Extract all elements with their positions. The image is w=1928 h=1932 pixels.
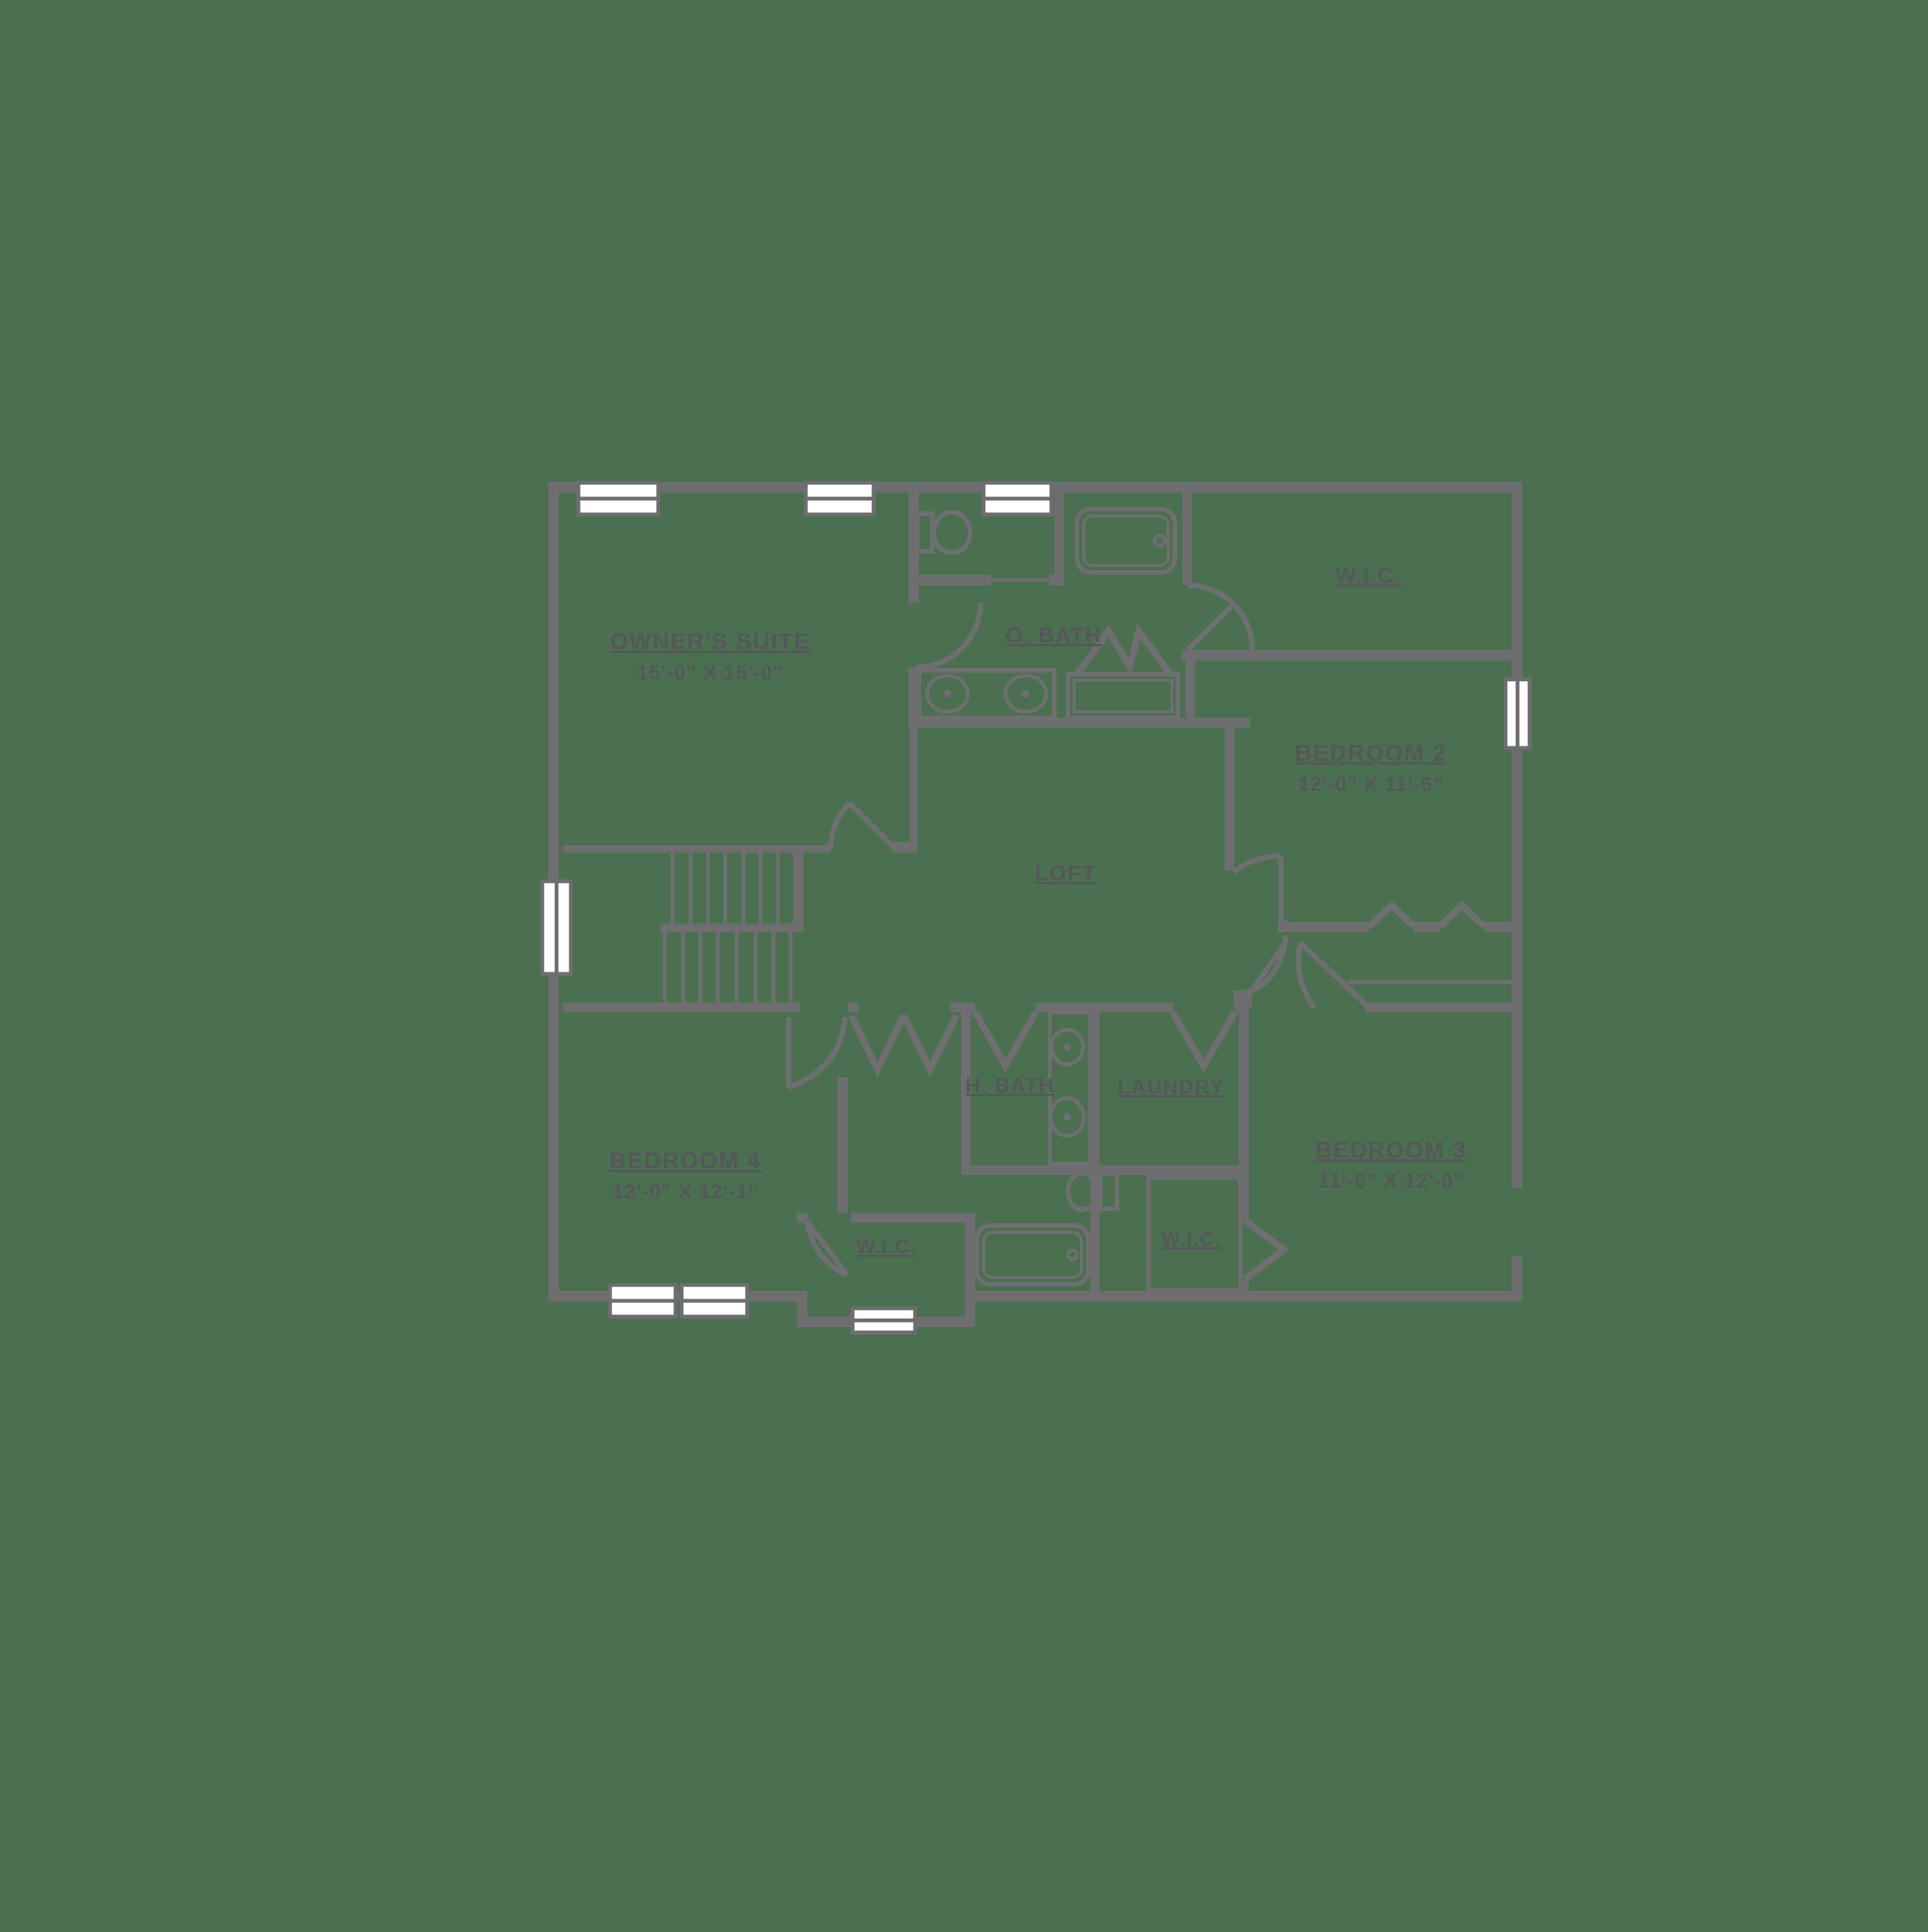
wall	[961, 1165, 1249, 1175]
door-chevron-vestibule-2	[900, 1014, 960, 1078]
room-dims-bedroom-2: 12'-0" X 11'-6"	[1298, 773, 1443, 795]
wall	[1054, 493, 1064, 585]
double-vanity-icon-obath	[917, 668, 1057, 720]
door-chevron-wic-bedroom3	[1243, 1217, 1290, 1282]
wall	[1484, 922, 1512, 932]
wall	[793, 853, 804, 932]
bathtub-icon-hbath-drain	[1066, 1249, 1078, 1261]
wall	[563, 1003, 800, 1012]
bathtub-icon-obath	[1075, 507, 1177, 575]
door-leaf-wic-bedroom4	[805, 1219, 850, 1277]
sink-drain-icon	[1063, 1043, 1071, 1051]
room-label-owners-suite: OWNER'S SUITE	[610, 628, 810, 655]
toilet-icon-hbath	[1098, 1171, 1119, 1211]
room-dims-bedroom-4: 12'-0" X 12'-1"	[612, 1180, 759, 1203]
sink-icon	[1049, 1027, 1085, 1067]
door-arc-loft-lower	[1243, 935, 1289, 996]
wic3-room-outline	[1146, 1175, 1243, 1293]
wall	[1225, 718, 1234, 870]
toilet-icon-obath	[915, 511, 935, 554]
wall	[1185, 661, 1195, 722]
room-label-bedroom-3: BEDROOM 3	[1315, 1137, 1466, 1163]
room-label-wic-bedroom4: W.I.C.	[856, 1235, 917, 1258]
sink-drain-icon	[1022, 690, 1030, 697]
room-label-wic-bedroom3: W.I.C.	[1161, 1228, 1222, 1250]
wall	[974, 1291, 1522, 1302]
sink-drain-icon	[944, 690, 951, 697]
toilet-icon-hbath	[1066, 1171, 1099, 1212]
wall	[1512, 482, 1522, 1188]
sink-icon	[1048, 1096, 1086, 1138]
wall	[1414, 922, 1440, 932]
room-label-laundry: LAUNDRY	[1118, 1076, 1225, 1098]
door-arc-o-bath	[915, 602, 984, 670]
room-label-bedroom-2: BEDROOM 2	[1295, 740, 1446, 766]
wall	[908, 667, 919, 728]
shower-icon-obath-inner	[1072, 679, 1173, 713]
room-label-o-bath: O. BATH	[1005, 624, 1102, 648]
wall	[797, 1213, 807, 1222]
bathtub-icon-obath-drain	[1153, 534, 1167, 548]
wall	[950, 1003, 961, 1012]
shower-door-chevron	[1074, 623, 1173, 676]
door-arc-owners-suite	[828, 801, 852, 850]
wall	[961, 1003, 971, 1175]
wall	[563, 845, 831, 853]
door-leaf-owners-suite	[847, 801, 898, 851]
wall	[837, 1077, 848, 1213]
wall	[848, 1003, 859, 1012]
door-chevron-vestibule-1	[847, 1014, 908, 1078]
room-label-bedroom-4: BEDROOM 4	[609, 1147, 761, 1174]
room-label-h-bath: H. BATH	[966, 1074, 1054, 1097]
room-label-wic-owners: W.I.C.	[1335, 564, 1402, 588]
wall	[1100, 1003, 1173, 1012]
toilet-icon-obath	[932, 510, 972, 555]
door-chevron-h-bath	[972, 1010, 1039, 1073]
door-leaf-wic-owners	[1185, 602, 1236, 652]
door-chevron-laundry	[1170, 1010, 1238, 1073]
wall	[1182, 650, 1512, 661]
door-arc-bedroom3	[1295, 942, 1316, 1009]
wall	[1365, 1003, 1512, 1012]
door-arc-bedroom4	[787, 1016, 848, 1091]
closet-door-chevron-bedroom2-1	[1366, 900, 1417, 929]
door-arc-bedroom2	[1231, 853, 1282, 874]
bathtub-icon-hbath-inner	[982, 1231, 1083, 1279]
wall	[851, 1213, 965, 1222]
wall	[660, 923, 804, 932]
door-leaf-bedroom3	[1298, 941, 1371, 1010]
bathtub-icon-obath-inner	[1082, 514, 1170, 567]
sink-drain-icon	[1063, 1113, 1071, 1121]
wall	[910, 727, 917, 851]
sink-icon	[1003, 673, 1048, 714]
closet-door-chevron-bedroom2-2	[1437, 900, 1487, 929]
wall	[1278, 922, 1369, 932]
wall	[908, 575, 991, 585]
shower-icon-obath	[1066, 672, 1180, 720]
wall	[1036, 1003, 1100, 1012]
room-label-loft: LOFT	[1035, 862, 1097, 886]
room-dims-bedroom-3: 11'-6" X 12'-0"	[1318, 1170, 1463, 1192]
sink-icon	[925, 673, 970, 714]
door-arc-wic-bedroom4	[804, 1221, 849, 1278]
room-dims-owners-suite: 15'-0" X 15'-0"	[637, 661, 784, 684]
wall	[1090, 1012, 1100, 1175]
door-leaf-loft-lower	[1242, 942, 1287, 1003]
wall	[1182, 493, 1192, 585]
bathtub-icon-hbath	[975, 1223, 1091, 1286]
double-vanity-icon-hbath	[1048, 1010, 1092, 1166]
wall	[965, 1213, 975, 1327]
wall	[908, 718, 1250, 728]
wall	[1512, 1256, 1522, 1302]
